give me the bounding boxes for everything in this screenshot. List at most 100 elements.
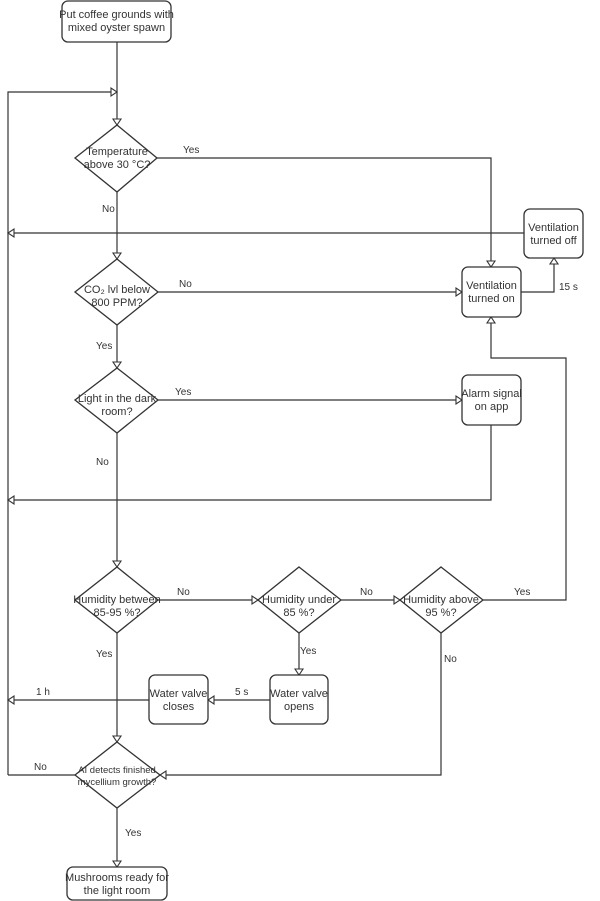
arrowhead-right [251,594,259,606]
edge-label-light-no: No [96,457,109,468]
edge-label-hum-above-yes: Yes [514,587,530,598]
arrowhead-right [393,594,401,606]
node-light-decision[interactable]: Light in the dark room? [73,367,160,434]
decision-diamond [73,367,160,434]
edge-temp-yes [157,157,492,261]
edge-label-co2-no: No [179,279,192,290]
edge-label-hum-under-yes: Yes [300,646,316,657]
node-water-valve-closes[interactable]: Water valve closes [148,674,209,725]
edge-label-ai-yes: Yes [125,828,141,839]
edge-hum-above-yes [483,323,567,601]
node-hum-above-line-2: 95 %? [425,607,456,619]
edge-label-light-yes: Yes [175,387,191,398]
decision-diamond [256,566,343,634]
node-co2-decision[interactable]: CO₂ lvl below 800 PPM? [73,258,160,326]
edge-label-co2-yes: Yes [96,341,112,352]
edge-label-hum-between-no: No [177,587,190,598]
node-vent-on-line-2: turned on [468,293,514,305]
node-start-line-2: mixed oyster spawn [68,22,165,34]
node-ventilation-on[interactable]: Ventilation turned on [461,266,522,318]
node-valve-closes-line-1: Water valve [150,688,208,700]
decision-diamond [73,566,160,634]
node-hum-between-line-1: Humidity between [73,594,160,606]
node-valve-opens-line-2: opens [284,701,314,713]
node-valve-opens-line-1: Water valve [270,688,328,700]
arrowhead-right [110,86,118,98]
arrowhead-down [111,860,123,868]
arrowhead-down [111,560,123,568]
arrowhead-right [455,286,463,298]
node-vent-on-line-1: Ventilation [466,280,517,292]
arrowhead-left [7,494,15,506]
edge-label-hum-between-yes: Yes [96,649,112,660]
node-alarm[interactable]: Alarm signal on app [461,374,522,426]
arrowhead-down [111,361,123,369]
node-ventilation-off[interactable]: Ventilation turned off [523,208,584,259]
node-start[interactable]: Put coffee grounds with mixed oyster spa… [59,0,174,43]
node-vent-off-line-1: Ventilation [528,222,579,234]
decision-diamond [73,124,159,193]
node-valve-closes-line-2: closes [163,701,195,713]
arrowhead-up [548,257,560,265]
node-light-line-2: room? [101,406,132,418]
edge-label-temp-no: No [102,204,115,215]
edge-hum-above-no [166,633,442,776]
node-humidity-under-decision[interactable]: Humidity under 85 %? [256,566,343,634]
node-ai-line-2: mycellium growth? [78,777,157,788]
arrowhead-right [455,394,463,406]
edge-alarm-loop [14,425,492,501]
node-hum-above-line-1: Humidity above [403,594,479,606]
node-humidity-between-decision[interactable]: Humidity between 85-95 %? [73,566,161,634]
node-vent-off-line-2: turned off [530,235,577,247]
decision-diamond [73,741,162,809]
node-alarm-line-2: on app [475,401,509,413]
arrowhead-left [207,694,215,706]
process-box [148,674,209,725]
node-start-line-1: Put coffee grounds with [59,9,174,21]
node-light-line-1: Light in the dark [78,393,157,405]
node-alarm-line-1: Alarm signal [461,388,522,400]
node-humidity-above-decision[interactable]: Humidity above 95 %? [398,566,485,634]
arrowhead-up [485,316,497,324]
node-water-valve-opens[interactable]: Water valve opens [269,674,329,725]
node-ai-line-1: AI detects finished [78,765,156,776]
arrowhead-down [293,668,305,676]
node-co2-line-1: CO₂ lvl below [84,284,150,296]
node-end-line-2: the light room [84,885,151,897]
node-temp-line-1: Temperature [86,146,148,158]
node-end[interactable]: Mushrooms ready for the light room [65,866,169,901]
edge-label-hum-above-no: No [444,654,457,665]
arrowhead-down [111,252,123,260]
node-temp-line-2: above 30 °C? [84,159,151,171]
decision-diamond [398,566,485,634]
arrowhead-left [159,769,167,781]
arrowhead-down [111,735,123,743]
decision-diamond [73,258,160,326]
node-hum-under-line-1: Humidity under [262,594,336,606]
node-end-line-1: Mushrooms ready for [65,872,169,884]
process-box [461,374,522,426]
process-box [523,208,584,259]
arrowhead-down [111,118,123,126]
edge-label-vent-15s: 15 s [559,282,578,293]
node-hum-between-line-2: 85-95 %? [93,607,140,619]
edge-loop-spine [7,91,111,775]
process-box [269,674,329,725]
arrowhead-down [485,260,497,268]
edge-label-valve-1h: 1 h [36,687,50,698]
node-temperature-decision[interactable]: Temperature above 30 °C? [73,124,159,193]
node-hum-under-line-2: 85 %? [283,607,314,619]
process-box [66,866,168,901]
edge-label-ai-no: No [34,762,47,773]
edge-vent-on-to-off [521,264,555,293]
edge-label-hum-under-no: No [360,587,373,598]
arrowhead-left [7,227,15,239]
node-co2-line-2: 800 PPM? [91,297,142,309]
edge-label-valve-5s: 5 s [235,687,248,698]
process-box [61,0,172,43]
process-box [461,266,522,318]
edge-label-temp-yes: Yes [183,145,199,156]
arrowhead-left [7,694,15,706]
node-ai-decision[interactable]: AI detects finished mycellium growth? [73,741,162,809]
